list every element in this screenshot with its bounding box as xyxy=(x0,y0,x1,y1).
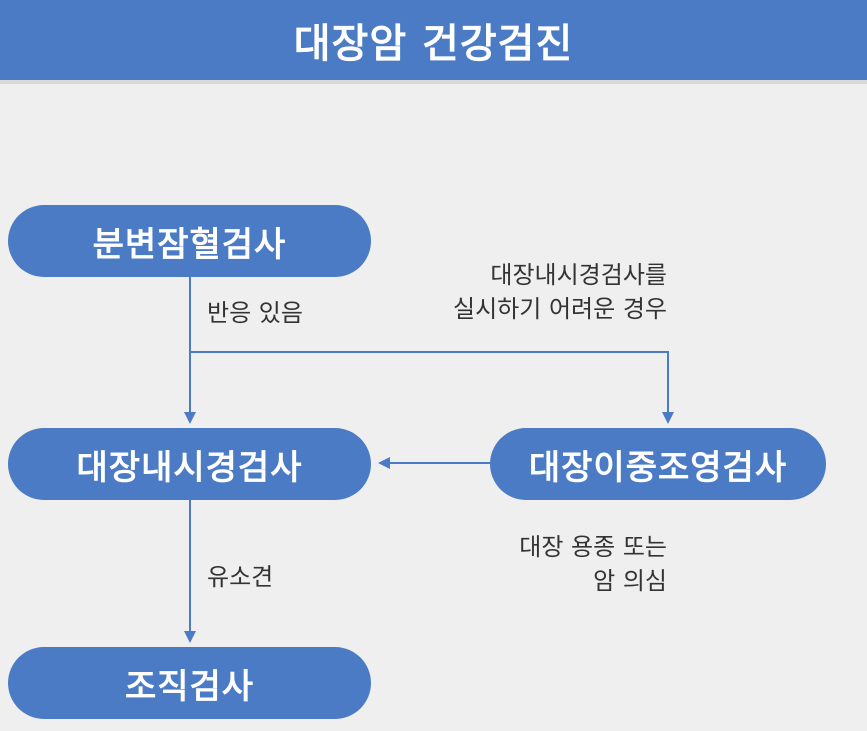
node-double-contrast-barium-enema-label: 대장이중조영검사 xyxy=(528,447,788,488)
edge-label-abnormal-finding: 유소견 xyxy=(207,563,274,591)
edge-label-difficult-line1: 대장내시경검사를 xyxy=(490,261,667,289)
title-divider xyxy=(0,80,867,84)
node-colonoscopy: 대장내시경검사 xyxy=(8,428,371,500)
node-fecal-occult-blood-test: 분변잠혈검사 xyxy=(8,205,371,277)
edge-label-difficult-colonoscopy: 대장내시경검사를 실시하기 어려운 경우 xyxy=(453,258,667,326)
edge-label-suspicion-line2: 암 의심 xyxy=(593,567,667,595)
node-fecal-occult-blood-test-label: 분변잠혈검사 xyxy=(92,224,287,265)
edge-label-suspicion-line1: 대장 용종 또는 xyxy=(519,533,667,561)
arrow-branch-to-barium xyxy=(190,351,674,424)
node-double-contrast-barium-enema: 대장이중조영검사 xyxy=(490,428,826,500)
edge-label-positive: 반응 있음 xyxy=(207,299,303,327)
edge-label-polyp-or-cancer-suspicion: 대장 용종 또는 암 의심 xyxy=(519,530,667,598)
node-colonoscopy-label: 대장내시경검사 xyxy=(76,447,303,488)
node-biopsy-label: 조직검사 xyxy=(124,666,255,707)
page-title: 대장암 건강검진 xyxy=(293,21,574,67)
title-bar: 대장암 건강검진 xyxy=(0,0,867,80)
edge-label-difficult-line2: 실시하기 어려운 경우 xyxy=(453,295,667,323)
node-biopsy: 조직검사 xyxy=(8,647,371,719)
